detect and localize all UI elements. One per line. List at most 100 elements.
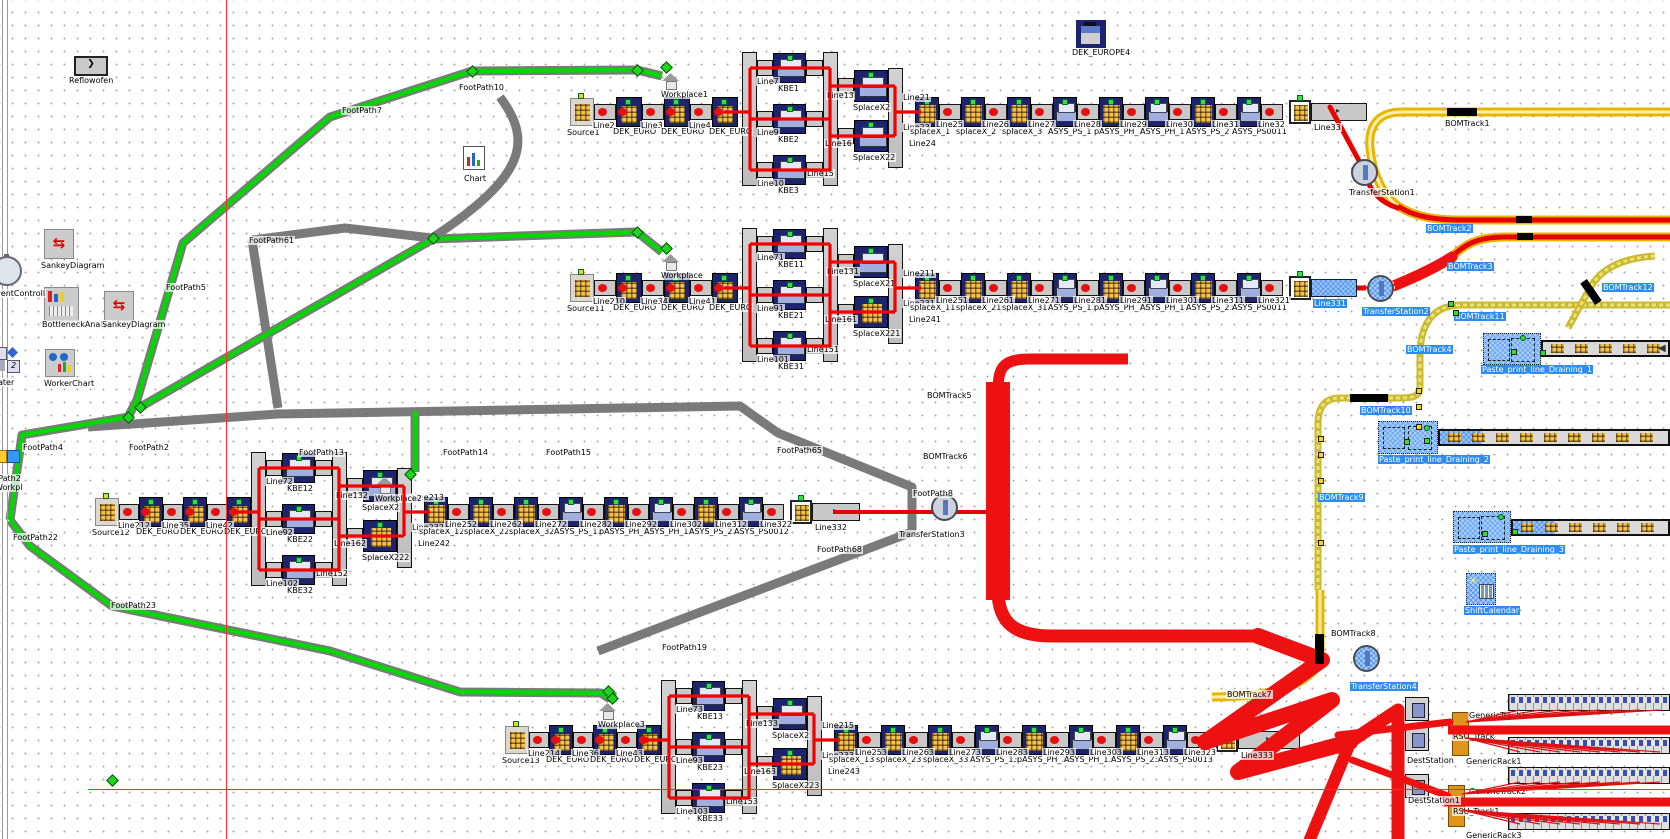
footpath-label: FootPath2 [128, 443, 170, 452]
part-red [989, 108, 998, 116]
sankey-diagram-2-icon[interactable]: ⇆ [104, 291, 134, 321]
green-handle[interactable] [1404, 439, 1410, 445]
track-handle[interactable] [1318, 436, 1324, 442]
dest-station[interactable] [1405, 727, 1429, 751]
machine-label: DEK_EURO [633, 755, 679, 764]
rsu-feed-2[interactable] [1348, 756, 1452, 800]
track-handle[interactable] [1416, 404, 1422, 410]
green-handle[interactable] [1448, 301, 1454, 307]
green-handle[interactable] [1453, 310, 1459, 316]
footpath-green[interactable] [635, 230, 664, 254]
track-vehicle[interactable] [1315, 634, 1324, 664]
transfer-station[interactable] [1366, 274, 1395, 303]
paste-print-conveyor[interactable] [1541, 340, 1670, 357]
reflowofen-icon[interactable]: ❯ [74, 56, 108, 76]
track-handle[interactable] [1318, 452, 1324, 458]
track-handle[interactable] [1416, 388, 1422, 394]
transfer2-flow[interactable] [1380, 251, 1458, 295]
station-label: ASYS_PS0012 [733, 527, 790, 536]
footpath-label: FootPath65 [776, 446, 823, 455]
sankey-diagram-1-icon[interactable]: ⇆ [44, 229, 74, 259]
footpath-label: FootPath68 [816, 545, 863, 554]
buffer-station[interactable] [1289, 276, 1311, 300]
arrow-glyph: ◀ [1658, 343, 1666, 354]
green-handle[interactable] [1540, 350, 1546, 356]
status-dot [558, 727, 564, 733]
transfer-station[interactable] [1352, 644, 1381, 673]
shift-calendar-icon[interactable]: ✳ [1466, 573, 1496, 605]
workplace-marker[interactable] [662, 254, 679, 271]
bom-flow-branch-2[interactable] [1304, 742, 1354, 839]
footpath-green[interactable] [8, 518, 612, 701]
green-handle[interactable] [1482, 531, 1488, 537]
part-red [646, 108, 655, 116]
event-controller-icon[interactable] [0, 254, 22, 286]
track-handle[interactable] [1318, 540, 1324, 546]
paste-print-conveyor[interactable] [1438, 429, 1670, 446]
line-label: Line32 [1257, 120, 1286, 129]
source-station[interactable] [505, 726, 529, 754]
bom-track-olive-core[interactable] [1316, 396, 1400, 425]
footpath-gray[interactable] [87, 401, 917, 656]
green-handle[interactable] [1424, 438, 1430, 444]
part-red [943, 108, 952, 116]
rsu-feed-1[interactable] [1334, 718, 1454, 739]
transfer-station[interactable] [931, 494, 958, 521]
dest-station[interactable] [1405, 697, 1429, 721]
footpath-label: FootPath13 [298, 448, 345, 457]
track-vehicle[interactable] [1350, 394, 1388, 402]
line-label: Line133 [745, 719, 779, 728]
workplace-label: Workplace2 [374, 494, 423, 503]
bottleneck-analyzer-icon[interactable] [44, 287, 79, 321]
rsu-fan-lines[interactable] [1465, 709, 1661, 753]
buffer-station[interactable] [1289, 100, 1311, 124]
workplace-marker[interactable] [662, 73, 679, 90]
end-conveyor[interactable] [1311, 279, 1357, 297]
track-vehicle[interactable] [1517, 233, 1533, 240]
line-label: Line35 [161, 521, 190, 530]
machine-label: KBE23 [696, 763, 724, 772]
machine-label: SplaceX223 [771, 781, 821, 790]
kbe-red-routing[interactable] [233, 466, 430, 572]
chart-icon[interactable] [463, 146, 485, 170]
kbe-red-routing[interactable] [724, 66, 921, 172]
worker-icon[interactable]: 2 [0, 347, 20, 373]
source-station[interactable] [95, 498, 119, 526]
track-vehicle[interactable] [1447, 108, 1477, 116]
source-station[interactable] [570, 98, 594, 126]
status-dot [721, 275, 727, 281]
dek-europe-4-icon[interactable] [1076, 20, 1106, 48]
bom-flow-top[interactable] [992, 353, 1128, 393]
bomtrack3-flow[interactable] [1448, 234, 1670, 260]
track-handle[interactable] [1318, 478, 1324, 484]
bom-flow-zigzag[interactable] [1197, 628, 1358, 780]
line-label: Line211 [902, 269, 936, 278]
footpath-gray[interactable] [247, 239, 283, 409]
line-label: Line15 [806, 169, 835, 178]
bom-flow-bottom[interactable] [991, 589, 1258, 643]
worker-chart-icon[interactable] [45, 349, 75, 377]
sankey-diagram-2-label: SankeyDiagram [101, 320, 167, 329]
kbe-red-routing[interactable] [643, 694, 840, 800]
reflowofen-label: Reflowofen [68, 76, 115, 85]
rsu-fan-lines[interactable] [1461, 781, 1661, 825]
machine-label: KBE11 [777, 260, 805, 269]
path-icons-icon[interactable] [0, 450, 20, 463]
bom-track-olive-core[interactable] [1418, 303, 1670, 351]
transfer-station[interactable] [1351, 159, 1378, 186]
chart-label: Chart [463, 174, 487, 183]
buffer-station[interactable] [790, 500, 812, 524]
green-handle[interactable] [1512, 529, 1518, 535]
line-label: Line26 [981, 120, 1010, 129]
kbe-red-routing[interactable] [724, 242, 921, 348]
bom-track-olive-core[interactable] [1399, 350, 1422, 400]
paste-print-block[interactable] [1378, 421, 1438, 454]
generic-rack-label: GenericRack1 [1465, 757, 1523, 766]
bomtrack2-flow[interactable] [1396, 203, 1670, 223]
workplace-marker[interactable] [599, 703, 616, 720]
paste-print-conveyor[interactable] [1511, 519, 1670, 536]
track-vehicle[interactable] [1516, 216, 1532, 223]
track-handle[interactable] [1416, 424, 1422, 430]
green-handle[interactable] [1511, 349, 1517, 355]
